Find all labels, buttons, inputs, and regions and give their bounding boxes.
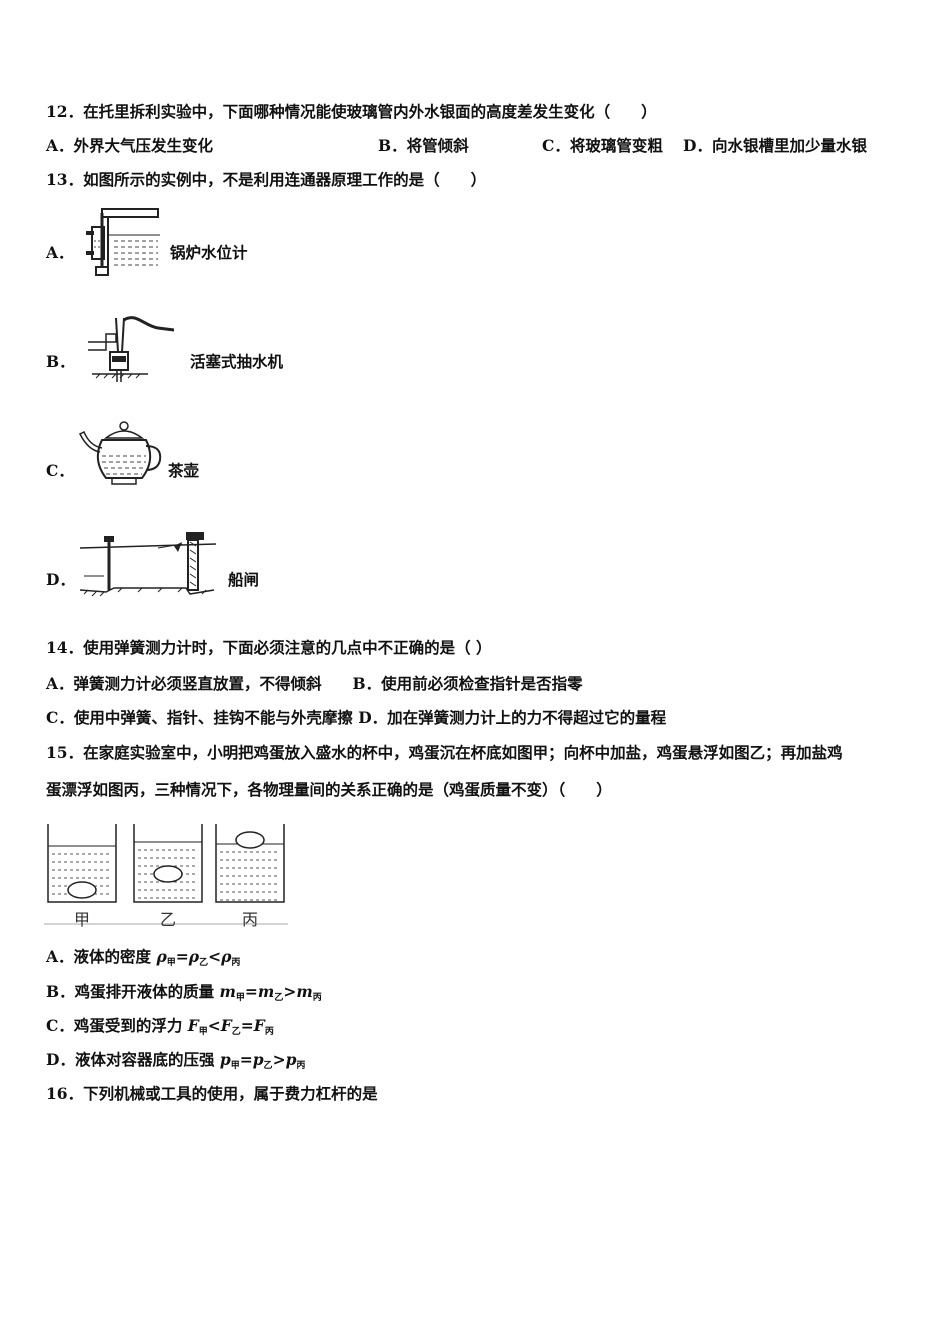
- piston-pump-figure: [88, 316, 175, 382]
- sub-2: 乙: [199, 958, 209, 968]
- beaker-yi: [133, 824, 203, 903]
- q13-option-b-label: B．: [46, 352, 75, 371]
- var: p: [219, 1050, 231, 1069]
- q15-option-d-label: D．液体对容器底的压强: [46, 1050, 220, 1069]
- op-2: >: [272, 1050, 286, 1069]
- var: F: [253, 1016, 265, 1035]
- beaker-jia: [47, 824, 117, 903]
- var: m: [257, 982, 275, 1001]
- beaker-label-bing: 丙: [242, 910, 259, 929]
- sub-3: 丙: [296, 1061, 306, 1071]
- q14-stem: 14．使用弹簧测力计时，下面必须注意的几点中不正确的是（ ）: [46, 638, 492, 657]
- boiler-gauge-figure: [86, 208, 160, 276]
- q14-options-line-2: C．使用中弹簧、指针、挂钩不能与外壳摩擦 D．加在弹簧测力计上的力不得超过它的量…: [46, 708, 667, 727]
- q15-option-c: C．鸡蛋受到的浮力 F甲<F乙=F丙: [46, 1016, 274, 1042]
- q13-option-c-caption: 茶壶: [168, 461, 200, 480]
- ship-lock-figure: [79, 532, 217, 597]
- sub-2: 乙: [263, 1061, 273, 1071]
- beaker-bing: [215, 824, 285, 903]
- sub-3: 丙: [264, 1027, 274, 1037]
- sub-3: 丙: [312, 993, 322, 1003]
- q12-option-b: B．将管倾斜: [378, 136, 469, 155]
- q12-option-d: D．向水银槽里加少量水银: [683, 136, 867, 155]
- three-beakers-figure: [44, 824, 288, 925]
- q13-stem: 13．如图所示的实例中，不是利用连通器原理工作的是（ ）: [46, 170, 487, 189]
- op-1: =: [244, 982, 258, 1001]
- var: p: [285, 1050, 297, 1069]
- q13-option-c-label: C．: [46, 461, 74, 480]
- op-2: =: [240, 1016, 254, 1035]
- q15-option-a-label: A．液体的密度: [46, 947, 157, 966]
- sub-3: 丙: [231, 958, 241, 968]
- op-1: =: [175, 947, 189, 966]
- q14-options-line-1: A．弹簧测力计必须竖直放置，不得倾斜 B．使用前必须检查指针是否指零: [46, 674, 583, 693]
- var: F: [220, 1016, 232, 1035]
- op-1: <: [207, 1016, 221, 1035]
- sub-1: 甲: [166, 958, 176, 968]
- var: m: [296, 982, 313, 1001]
- var: p: [252, 1050, 264, 1069]
- q13-option-d-caption: 船闸: [228, 570, 260, 589]
- op-2: >: [283, 982, 297, 1001]
- q15-stem-line-1: 15．在家庭实验室中，小明把鸡蛋放入盛水的杯中，鸡蛋沉在杯底如图甲；向杯中加盐，…: [46, 743, 843, 762]
- var: F: [187, 1016, 199, 1035]
- var: ρ: [156, 947, 167, 966]
- op-2: <: [208, 947, 222, 966]
- q15-option-d: D．液体对容器底的压强 p甲=p乙>p丙: [46, 1050, 305, 1076]
- q15-option-b-label: B．鸡蛋排开液体的质量: [46, 982, 220, 1001]
- q15-option-b: B．鸡蛋排开液体的质量 m甲=m乙>m丙: [46, 982, 322, 1008]
- beaker-label-jia: 甲: [74, 910, 91, 929]
- sub-2: 乙: [274, 993, 284, 1003]
- q16-stem: 16．下列机械或工具的使用，属于费力杠杆的是: [46, 1084, 378, 1103]
- q13-option-b-caption: 活塞式抽水机: [190, 352, 284, 371]
- q12-stem: 12．在托里拆利实验中，下面哪种情况能使玻璃管内外水银面的高度差发生变化（ ）: [46, 102, 657, 121]
- q12-option-a: A．外界大气压发生变化: [46, 136, 214, 155]
- q15-stem-line-2: 蛋漂浮如图丙，三种情况下，各物理量间的关系正确的是（鸡蛋质量不变）（ ）: [46, 780, 612, 799]
- op-1: =: [239, 1050, 253, 1069]
- var: m: [219, 982, 236, 1001]
- teapot-figure: [78, 421, 162, 485]
- q12-option-c: C．将玻璃管变粗: [542, 136, 663, 155]
- var: ρ: [188, 947, 200, 966]
- q15-option-c-label: C．鸡蛋受到的浮力: [46, 1016, 188, 1035]
- sub-1: 甲: [230, 1061, 240, 1071]
- q13-option-d-label: D．: [46, 570, 75, 589]
- beaker-label-yi: 乙: [160, 910, 177, 929]
- sub-1: 甲: [198, 1027, 208, 1037]
- sub-1: 甲: [235, 993, 245, 1003]
- var: ρ: [221, 947, 232, 966]
- sub-2: 乙: [231, 1027, 241, 1037]
- q13-option-a-label: A．: [46, 243, 74, 262]
- q15-option-a: A．液体的密度 ρ甲=ρ乙<ρ丙: [46, 947, 240, 973]
- q13-option-a-caption: 锅炉水位计: [170, 243, 248, 262]
